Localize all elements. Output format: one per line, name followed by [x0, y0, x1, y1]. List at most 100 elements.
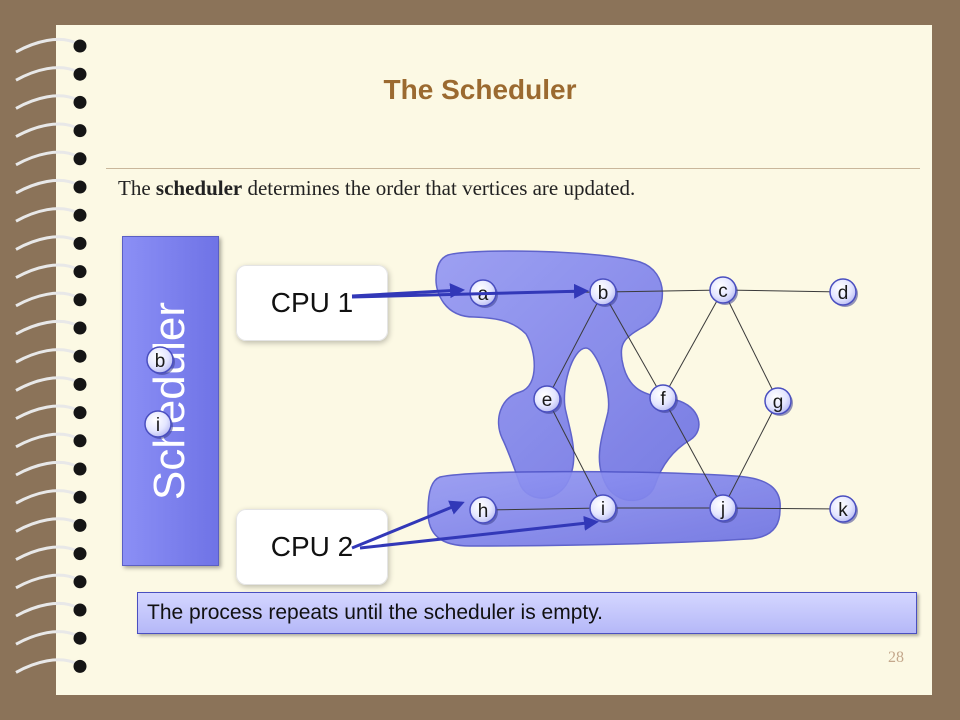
binding-hole	[73, 67, 87, 81]
queue-item-b-label: b	[155, 351, 166, 372]
scope-region-b	[435, 250, 700, 502]
binding-hole	[73, 39, 87, 53]
slide-title: The Scheduler	[383, 74, 577, 105]
binding-hole	[73, 434, 87, 448]
vertex-e-label: e	[542, 390, 553, 411]
binding-wire	[15, 404, 79, 420]
binding-wire	[15, 658, 79, 674]
vertex-e: e	[533, 385, 562, 414]
spiral-binding	[15, 37, 87, 674]
scheduler-queue: bi	[144, 346, 175, 439]
caption-text: The process repeats until the scheduler …	[147, 601, 604, 624]
binding-hole	[73, 180, 87, 194]
vertex-d-label: d	[838, 283, 849, 304]
binding-hole	[73, 95, 87, 109]
vertex-g-label: g	[773, 392, 784, 413]
edge-c-g	[722, 289, 779, 402]
vertex-g: g	[764, 387, 793, 416]
cpu-2-arrow-to-i	[359, 515, 599, 550]
binding-hole	[73, 208, 87, 222]
binding-hole	[73, 518, 87, 532]
binding-hole	[73, 406, 87, 420]
cpu-arrows	[351, 283, 599, 550]
edge-h-i	[482, 507, 604, 511]
queue-item-i-label: i	[156, 415, 160, 436]
edge-c-d	[722, 289, 844, 293]
binding-wire	[15, 432, 79, 449]
vertex-i-label: i	[601, 499, 605, 520]
cpu-1-arrow-to-b	[351, 283, 589, 299]
binding-wire	[15, 122, 79, 138]
edge-b-f	[602, 291, 664, 399]
binding-hole	[73, 293, 87, 307]
binding-wire	[15, 517, 79, 533]
binding-hole	[73, 236, 87, 250]
cpu-1-label: CPU 1	[270, 287, 354, 318]
binding-hole	[73, 575, 87, 589]
binding-wire	[15, 319, 79, 336]
vertex-c: c	[709, 276, 738, 305]
edge-j-k	[722, 507, 844, 510]
title-divider	[106, 168, 920, 169]
edge-c-f	[662, 289, 724, 399]
binding-wire	[15, 573, 79, 590]
binding-hole	[73, 152, 87, 166]
binding-wire	[15, 460, 79, 477]
edge-g-j	[722, 400, 779, 509]
binding-wire	[15, 376, 79, 392]
binding-wire	[15, 348, 79, 364]
binding-wire	[15, 489, 79, 505]
binding-hole	[73, 377, 87, 391]
binding-wire	[15, 94, 79, 110]
intro-text-bold: scheduler	[155, 176, 243, 200]
binding-wire	[15, 291, 79, 308]
vertex-h: h	[469, 496, 498, 525]
binding-wire	[15, 150, 79, 167]
binding-wire	[15, 630, 79, 646]
binding-wire	[15, 601, 79, 618]
binding-wire	[15, 66, 79, 82]
vertex-h-label: h	[478, 501, 489, 522]
edge-e-i	[546, 398, 604, 509]
scheduler-box: Scheduler	[122, 236, 219, 566]
cpu-1-box: CPU 1	[236, 265, 388, 341]
vertex-d: d	[829, 278, 858, 307]
cpu-1-arrow-to-a	[351, 283, 465, 299]
queue-item-i: i	[144, 410, 173, 439]
vertex-c-label: c	[718, 281, 728, 302]
queue-item-b: b	[146, 346, 175, 375]
binding-hole	[73, 631, 87, 645]
vertex-j: j	[709, 494, 738, 523]
page-number: 28	[888, 649, 904, 666]
edge-b-c	[602, 289, 724, 293]
vertex-k-label: k	[838, 500, 848, 521]
vertex-b-label: b	[598, 283, 609, 304]
binding-hole	[73, 124, 87, 138]
cpu-2-arrow-to-h	[351, 500, 465, 550]
vertex-b: b	[589, 278, 618, 307]
binding-hole	[73, 603, 87, 617]
binding-hole	[73, 490, 87, 504]
vertex-f-label: f	[660, 389, 666, 410]
edge-f-j	[662, 397, 724, 509]
intro-text: The scheduler determines the order that …	[118, 176, 635, 201]
cpu-2-label: CPU 2	[270, 531, 354, 562]
vertex-j-label: j	[720, 499, 725, 520]
vertex-k: k	[829, 495, 858, 524]
binding-hole	[73, 547, 87, 561]
binding-hole	[73, 321, 87, 335]
vertex-f: f	[649, 384, 678, 413]
binding-wire	[15, 178, 79, 195]
caption-box: The process repeats until the scheduler …	[137, 592, 917, 634]
cpu-2-box: CPU 2	[236, 509, 388, 585]
binding-wire	[15, 263, 79, 279]
binding-hole	[73, 462, 87, 476]
intro-text-after: determines the order that vertices are u…	[242, 176, 636, 200]
binding-hole	[73, 349, 87, 363]
binding-wire	[15, 545, 79, 561]
binding-wire	[15, 207, 79, 223]
binding-wire	[15, 37, 79, 54]
intro-text-before: The	[118, 176, 156, 200]
